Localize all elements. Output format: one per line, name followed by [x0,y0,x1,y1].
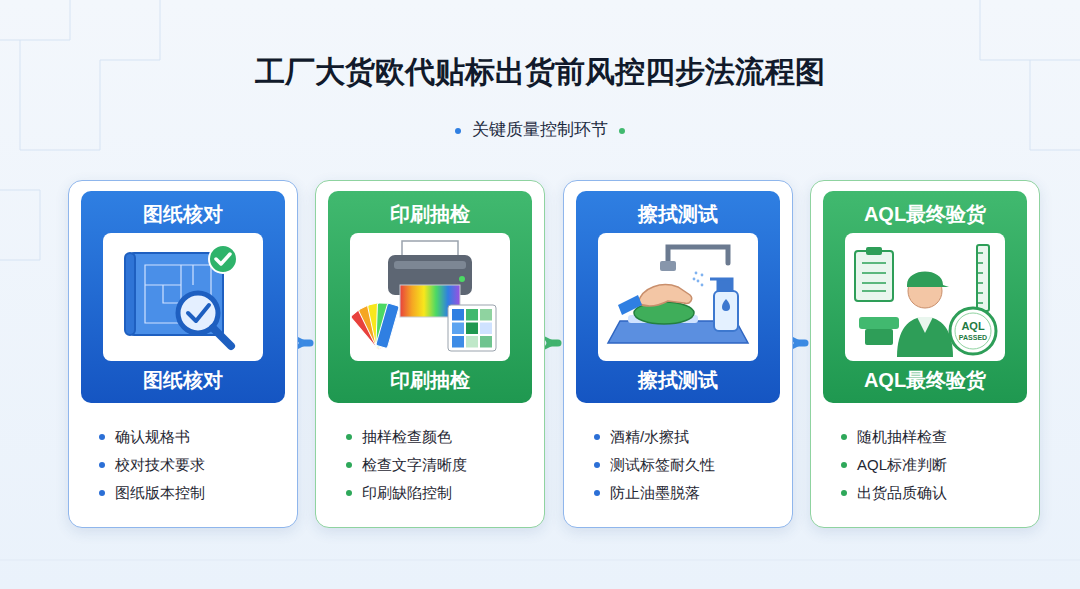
bullet-list: 确认规格书校对技术要求图纸版本控制 [81,423,285,507]
bullet-item: 测试标签耐久性 [594,451,780,479]
step-heading: 图纸核对 [143,363,223,397]
icon-drawing [608,247,748,343]
bullet-item: 确认规格书 [99,423,285,451]
step-heading: 印刷抽检 [390,363,470,397]
step-heading: 擦拭测试 [638,197,718,231]
bullet-item: AQL标准判断 [841,451,1027,479]
icon-area [350,233,510,361]
faint-building-lines [0,0,1080,560]
card-slot: 图纸核对图纸核对 [81,191,285,403]
step-heading: AQL最终验货 [864,197,986,231]
card-slot: 擦拭测试擦拭测试 [576,191,780,403]
icon-area: AQL PASSED [845,233,1005,361]
bullet-item: 酒精/水擦拭 [594,423,780,451]
icon-drawing [350,241,496,351]
step-card: 擦拭测试擦拭测试酒精/水擦拭测试标签耐久性防止油墨脱落 [563,180,793,528]
flow-arrow [798,340,805,347]
step-panel: 擦拭测试擦拭测试 [576,191,780,403]
icon-area [598,233,758,361]
bullet-item: 检查文字清晰度 [346,451,532,479]
step-card: AQL最终验货 AQL PASSED AQL最终验货随机抽样检查AQL标准判断出货品质… [810,180,1040,528]
bullet-item: 出货品质确认 [841,479,1027,507]
bullet-item: 防止油墨脱落 [594,479,780,507]
step-heading: 印刷抽检 [390,197,470,231]
diagram-title: 工厂大货欧代贴标出货前风控四步法流程图 [0,52,1080,93]
icon-drawing [855,245,996,357]
icon-drawing [125,245,237,346]
step-panel: 印刷抽检印刷抽检 [328,191,532,403]
step-heading: AQL最终验货 [864,363,986,397]
step-icon: AQL PASSED [845,233,1005,361]
bullet-item: 随机抽样检查 [841,423,1027,451]
bullet-item: 校对技术要求 [99,451,285,479]
step-panel: AQL最终验货 AQL PASSED AQL最终验货 [823,191,1027,403]
bullet-item: 抽样检查颜色 [346,423,532,451]
flow-arrow [550,340,558,347]
step-card: 印刷抽检印刷抽检抽样检查颜色检查文字清晰度印刷缺陷控制 [315,180,545,528]
flow-arrow [303,340,310,347]
step-panel: 图纸核对图纸核对 [81,191,285,403]
bullet-list: 随机抽样检查AQL标准判断出货品质确认 [823,423,1027,507]
bullet-list: 酒精/水擦拭测试标签耐久性防止油墨脱落 [576,423,780,507]
step-heading: 图纸核对 [143,197,223,231]
step-card: 图纸核对图纸核对确认规格书校对技术要求图纸版本控制 [68,180,298,528]
step-heading: 擦拭测试 [638,363,718,397]
step-icon [103,233,263,361]
step-icon [598,233,758,361]
icon-area [103,233,263,361]
bullet-item: 图纸版本控制 [99,479,285,507]
badge-text: PASSED [959,334,987,341]
subtitle: 关键质量控制环节 [0,118,1080,141]
bullet-list: 抽样检查颜色检查文字清晰度印刷缺陷控制 [328,423,532,507]
card-slot: 印刷抽检印刷抽检 [328,191,532,403]
bullet-item: 印刷缺陷控制 [346,479,532,507]
badge-text: AQL [961,320,985,332]
card-slot: AQL最终验货 AQL PASSED AQL最终验货 [823,191,1027,403]
step-icon [350,233,510,361]
